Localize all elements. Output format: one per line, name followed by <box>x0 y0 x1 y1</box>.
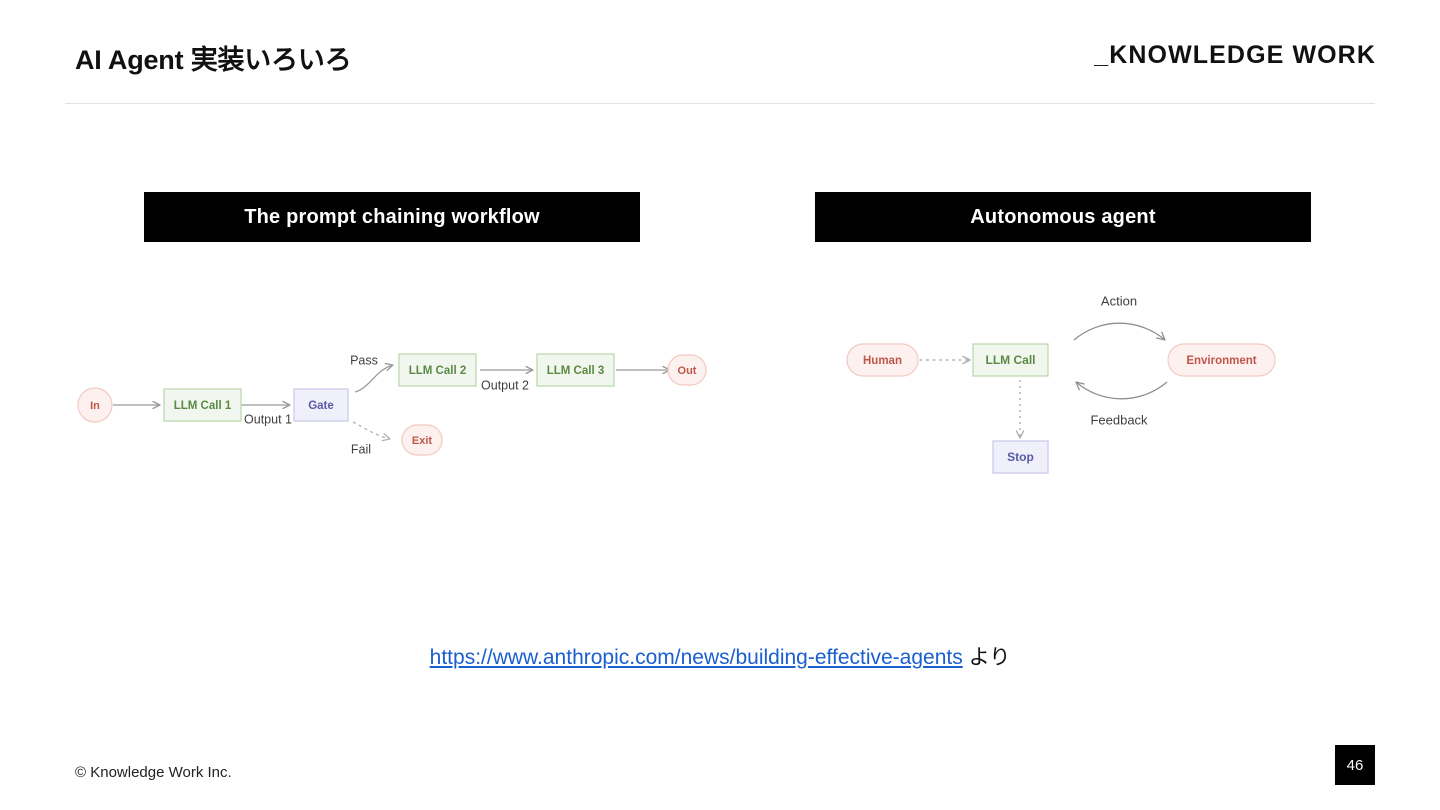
node-llm-call[interactable]: LLM Call <box>972 343 1049 377</box>
edge-label-feedback: Feedback <box>1090 412 1148 427</box>
node-label-llm-call-3: LLM Call 3 <box>547 365 605 377</box>
edge-label-output-2: Output 2 <box>481 378 529 392</box>
edge-label-fail: Fail <box>351 442 371 456</box>
node-label-environment: Environment <box>1186 355 1256 367</box>
page-number-badge: 46 <box>1335 745 1375 785</box>
edge-feedback-arc <box>1075 381 1168 400</box>
node-out[interactable]: Out <box>667 354 707 386</box>
node-llm-call-1[interactable]: LLM Call 1 <box>163 388 242 422</box>
edge-label-action: Action <box>1101 293 1137 308</box>
footer-copyright: © Knowledge Work Inc. <box>75 764 232 781</box>
panel-heading-autonomous-agent: Autonomous agent <box>815 192 1311 242</box>
node-label-out: Out <box>678 365 697 377</box>
node-label-exit: Exit <box>412 435 433 447</box>
header-divider <box>65 103 1375 104</box>
diagram-autonomous-agent: LLM Call --> Action Feedback Human LLM C… <box>820 270 1340 500</box>
node-in[interactable]: In <box>77 387 113 423</box>
slide-header: AI Agent 実装いろいろ _KNOWLEDGE WORK <box>0 0 1440 104</box>
edge-gate-fail-to-exit <box>352 421 391 442</box>
node-gate[interactable]: Gate <box>293 388 349 422</box>
edge-label-output-1: Output 1 <box>244 412 292 426</box>
node-stop[interactable]: Stop <box>992 440 1049 474</box>
node-label-gate: Gate <box>308 400 334 412</box>
brand-logo: _KNOWLEDGE WORK <box>1094 41 1376 69</box>
node-human[interactable]: Human <box>846 343 919 377</box>
panel-heading-prompt-chaining: The prompt chaining workflow <box>144 192 640 242</box>
source-url-link[interactable]: https://www.anthropic.com/news/building-… <box>429 646 963 669</box>
source-suffix-text: より <box>968 646 1011 669</box>
node-label-llm-call-2: LLM Call 2 <box>409 365 467 377</box>
source-attribution: https://www.anthropic.com/news/building-… <box>0 641 1440 671</box>
node-llm-call-2[interactable]: LLM Call 2 <box>398 353 477 387</box>
node-label-stop: Stop <box>1007 450 1034 464</box>
node-label-in: In <box>90 400 100 412</box>
page-title: AI Agent 実装いろいろ <box>75 45 352 75</box>
node-exit[interactable]: Exit <box>401 424 443 456</box>
node-label-llm-call: LLM Call <box>986 353 1036 367</box>
node-label-llm-call-1: LLM Call 1 <box>174 400 232 412</box>
node-label-human: Human <box>863 355 902 367</box>
edge-gate-pass-to-llm2 <box>354 362 394 393</box>
node-llm-call-3[interactable]: LLM Call 3 <box>536 353 615 387</box>
edge-label-pass: Pass <box>350 353 378 367</box>
node-environment[interactable]: Environment <box>1167 343 1276 377</box>
edge-action-arc <box>1073 322 1166 341</box>
diagram-prompt-chaining-workflow: Output 1 Output 2 Pass Fail In LLM Call … <box>65 270 755 500</box>
